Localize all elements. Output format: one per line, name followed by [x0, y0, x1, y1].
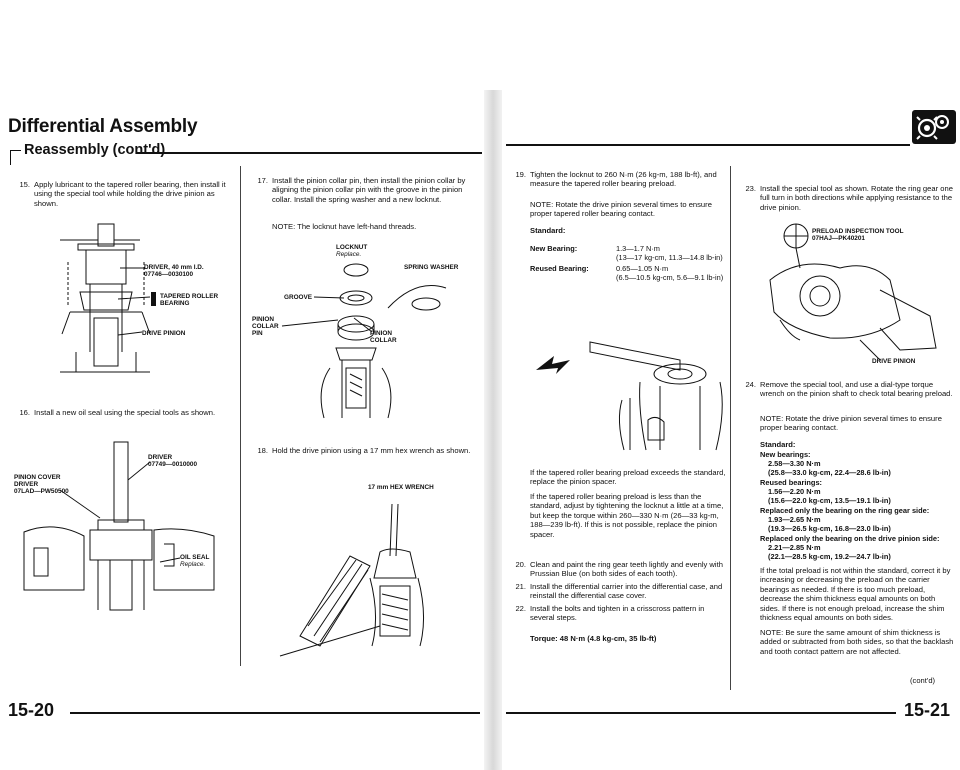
right-page-top-rule: [506, 144, 910, 146]
step-24: 24. Remove the special tool, and use a d…: [745, 380, 953, 399]
callout-drive-pinion: DRIVE PINION: [142, 330, 186, 337]
note-left-hand-threads: NOTE: The locknut have left-hand threads…: [272, 222, 417, 231]
leader-driver: [120, 267, 144, 269]
right-page-bottom-rule: [506, 712, 896, 714]
para-total-preload: If the total preload is not within the s…: [760, 566, 951, 623]
leader-oil-seal: [159, 557, 181, 563]
page-number-left: 15-20: [8, 700, 55, 720]
step-18: 18. Hold the drive pinion using a 17 mm …: [257, 446, 471, 455]
subtitle-rule: [136, 152, 482, 154]
step-15: 15. Apply lubricant to the tapered rolle…: [19, 180, 226, 208]
torque-spec: Torque: 48 N·m (4.8 kg-cm, 35 lb-ft): [530, 634, 657, 643]
left-page-bottom-rule: [70, 712, 480, 714]
leader-driver-2: [127, 461, 151, 481]
callout-pinion-collar-pin: PINION COLLAR PIN: [252, 316, 279, 338]
leader-groove: [313, 296, 345, 299]
hex-wrench-illustration: [279, 503, 425, 657]
callout-drive-pinion-right: DRIVE PINION: [872, 358, 916, 365]
gear-assembly-icon: [912, 110, 956, 144]
section-subtitle: Reassembly (cont'd): [24, 142, 166, 158]
standard-label: Standard:: [530, 226, 566, 235]
callout-pinion-collar: PINION COLLAR: [370, 330, 397, 345]
leader-bearing: [117, 296, 151, 300]
spec24-drive-pinion-side: Replaced only the bearing on the drive p…: [760, 534, 940, 561]
subtitle-bracket: [10, 150, 21, 165]
leader-drive-pinion: [117, 331, 143, 336]
bearing-marker: [151, 292, 156, 306]
spec24-new-bearings: New bearings: 2.58—3.30 N·m (25.8—33.0 k…: [760, 450, 891, 477]
callout-tapered-roller-bearing: TAPERED ROLLER BEARING: [160, 293, 219, 308]
pinion-collar-illustration: [320, 263, 447, 419]
callout-preload-tool: PRELOAD INSPECTION TOOL 07HAJ—PK40201: [812, 228, 904, 243]
step-21: 21. Install the differential carrier int…: [515, 582, 723, 601]
note-shim: NOTE: Be sure the same amount of shim th…: [760, 628, 954, 656]
para-less: If the tapered roller bearing preload is…: [530, 492, 724, 539]
standard24-label: Standard:: [760, 440, 796, 449]
leader-collar-pin: [281, 319, 339, 327]
preload-tool-illustration: [769, 223, 937, 361]
callout-pinion-cover-driver: PINION COVER DRIVER 07LAD—PW50500: [14, 474, 69, 496]
step-23: 23. Install the special tool as shown. R…: [745, 184, 953, 212]
callout-hex-wrench: 17 mm HEX WRENCH: [368, 484, 434, 491]
callout-oil-seal: OIL SEAL Replace.: [180, 554, 210, 569]
spec24-reused-bearings: Reused bearings: 1.56—2.20 N·m (15.6—22.…: [760, 478, 891, 505]
para-exceeds: If the tapered roller bearing preload ex…: [530, 468, 726, 487]
spec-reused-bearing: Reused Bearing: 0.65—1.05 N·m (6.5—10.5 …: [530, 264, 724, 282]
callout-driver: DRIVER, 40 mm I.D. 07746—0030100: [144, 264, 204, 279]
right-column-divider: [730, 166, 731, 690]
page-gutter: [484, 90, 502, 770]
left-column-divider: [240, 166, 241, 666]
continued-marker: (cont'd): [910, 676, 936, 685]
leader-pinion-collar: [353, 317, 373, 333]
spec24-ring-gear-side: Replaced only the bearing on the ring ge…: [760, 506, 930, 533]
step-19: 19. Tighten the locknut to 260 N·m (26 k…: [515, 170, 717, 189]
step-22: 22. Install the bolts and tighten in a c…: [515, 604, 705, 623]
torque-wrench-illustration: [536, 341, 723, 451]
leader-pinion-cover: [59, 489, 101, 519]
note-19: NOTE: Rotate the drive pinion several ti…: [530, 200, 712, 219]
callout-groove: GROOVE: [284, 294, 313, 301]
spec-new-bearing: New Bearing: 1.3—1.7 N·m (13—17 kg-cm, 1…: [530, 244, 723, 262]
step-20: 20. Clean and paint the ring gear teeth …: [515, 560, 723, 579]
page-number-right: 15-21: [904, 700, 951, 720]
callout-driver-2: DRIVER 07749—0010000: [148, 454, 198, 469]
note-24: NOTE: Rotate the drive pinion several ti…: [760, 414, 942, 433]
step-17: 17. Install the pinion collar pin, then …: [257, 176, 466, 204]
callout-locknut: LOCKNUT Replace.: [336, 244, 368, 259]
oil-seal-illustration: [23, 441, 215, 611]
section-title: Differential Assembly: [8, 116, 198, 137]
bearing-install-illustration: [60, 223, 151, 373]
step-16: 16. Install a new oil seal using the spe…: [19, 408, 216, 417]
callout-spring-washer: SPRING WASHER: [404, 264, 459, 271]
